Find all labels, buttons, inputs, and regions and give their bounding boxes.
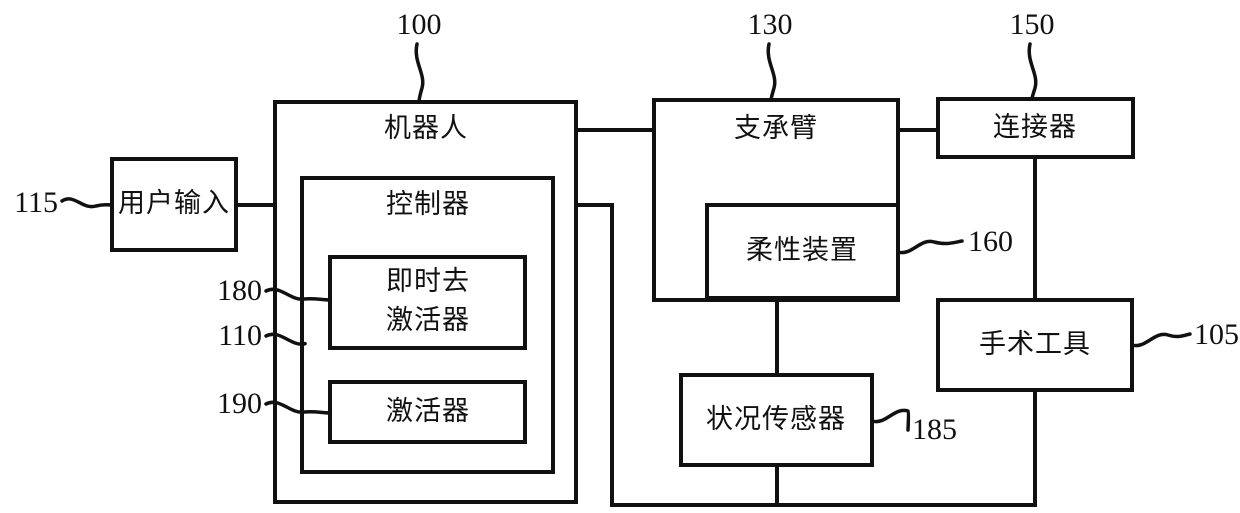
block-controller-label: 控制器 <box>386 189 470 219</box>
ref-100-leader <box>414 42 425 104</box>
ref-130-label: 130 <box>748 8 793 41</box>
block-flexible-device-label: 柔性装置 <box>746 235 858 265</box>
ref-100-label: 100 <box>397 8 442 41</box>
ref-150-group: 150 <box>1010 8 1055 101</box>
ref-180-group: 180 <box>217 274 332 307</box>
ref-160-label: 160 <box>968 225 1013 258</box>
ref-185-group: 185 <box>870 408 957 446</box>
ref-110-leader <box>264 332 307 346</box>
ref-150-leader <box>1027 42 1038 101</box>
ref-190-label: 190 <box>217 387 262 420</box>
ref-105-group: 105 <box>1130 318 1239 351</box>
ref-190-group: 190 <box>217 387 332 420</box>
ref-115-label: 115 <box>14 186 58 219</box>
ref-110-group: 110 <box>218 319 307 352</box>
ref-115-group: 115 <box>14 186 114 219</box>
block-condition-sensor-label: 状况传感器 <box>706 404 846 434</box>
block-surgical-tool[interactable] <box>936 298 1134 392</box>
ref-160-group: 160 <box>896 225 1013 258</box>
ref-160-leader <box>896 239 964 255</box>
block-instant-deactivator[interactable] <box>328 255 527 350</box>
ref-105-leader <box>1130 332 1192 348</box>
ref-130-group: 130 <box>748 8 793 102</box>
block-instant-deactivator-label-line2: 激活器 <box>386 305 470 335</box>
ref-100-group: 100 <box>397 8 442 104</box>
ref-185-leader <box>870 408 911 432</box>
block-activator-label: 激活器 <box>386 396 470 426</box>
block-robot-label: 机器人 <box>384 113 468 143</box>
block-connector-label: 连接器 <box>993 112 1077 142</box>
ref-110-label: 110 <box>218 319 262 352</box>
block-user-input-label: 用户输入 <box>118 188 230 218</box>
block-support-arm-label: 支承臂 <box>734 113 818 143</box>
ref-150-label: 150 <box>1010 8 1055 41</box>
block-flexible-device[interactable] <box>705 203 900 300</box>
ref-180-leader <box>264 287 332 302</box>
block-instant-deactivator-label-line1: 即时去 <box>386 266 470 296</box>
ref-180-label: 180 <box>217 274 262 307</box>
block-surgical-tool-label: 手术工具 <box>979 329 1091 359</box>
ref-115-leader <box>60 197 114 209</box>
ref-185-label: 185 <box>912 413 957 446</box>
ref-190-leader <box>264 400 332 415</box>
ref-105-label: 105 <box>1194 318 1239 351</box>
ref-130-leader <box>766 42 777 102</box>
block-condition-sensor[interactable] <box>679 373 874 467</box>
block-connector[interactable] <box>936 97 1135 159</box>
